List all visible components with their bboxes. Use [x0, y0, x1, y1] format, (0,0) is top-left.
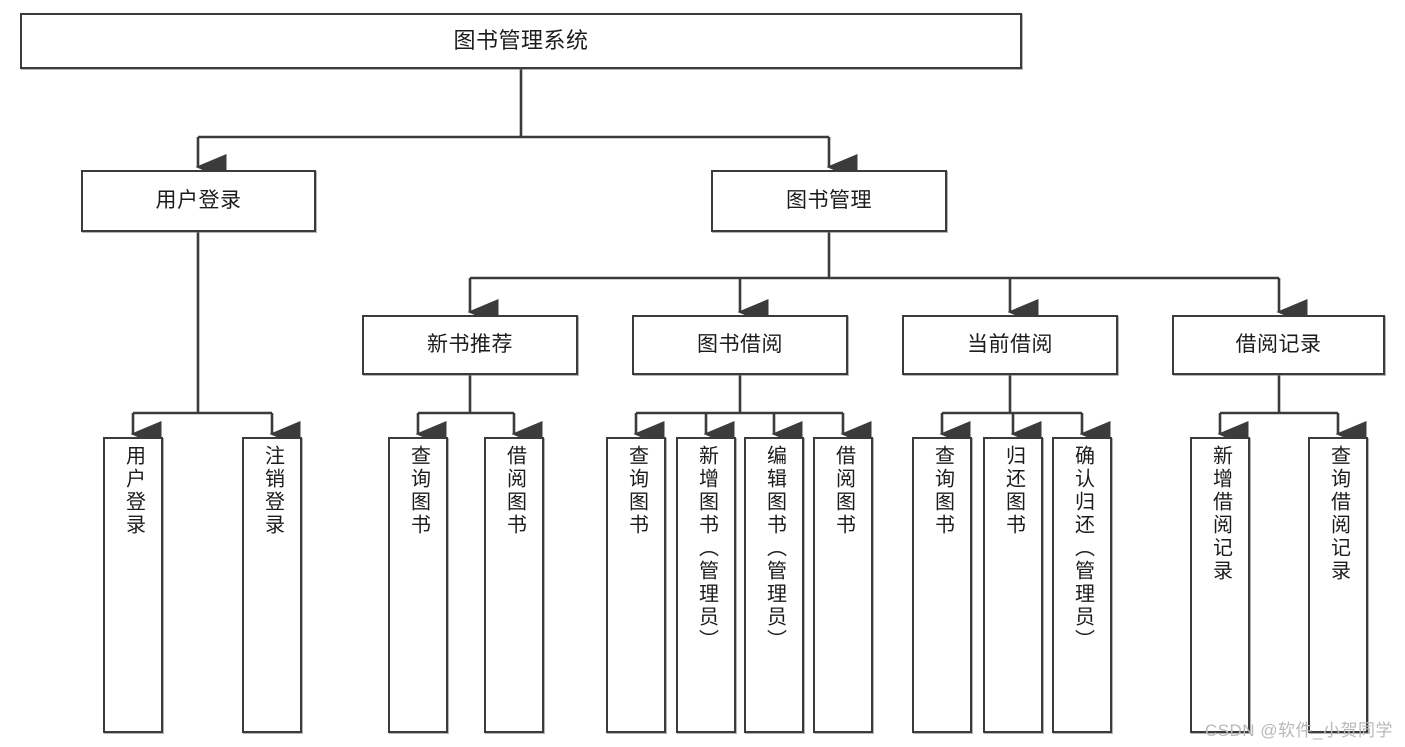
node-new-book-rec-label: 新书推荐	[427, 332, 513, 356]
node-leaf-query-book-borrow[interactable]: 查询图书	[606, 437, 666, 733]
node-leaf-confirm-return-label: 确认归还（管理员）	[1071, 445, 1094, 652]
node-leaf-logout-label: 注销登录	[261, 445, 284, 537]
node-root-图书管理系统[interactable]: 图书管理系统	[20, 13, 1022, 69]
node-leaf-confirm-return[interactable]: 确认归还（管理员）	[1052, 437, 1112, 733]
node-leaf-query-book-current[interactable]: 查询图书	[912, 437, 972, 733]
node-current-borrow[interactable]: 当前借阅	[902, 315, 1118, 375]
node-current-borrow-label: 当前借阅	[967, 332, 1053, 356]
node-leaf-query-record-label: 查询借阅记录	[1327, 445, 1350, 583]
node-leaf-add-book[interactable]: 新增图书（管理员）	[676, 437, 736, 733]
node-leaf-user-login-label: 用户登录	[122, 445, 145, 537]
node-borrow-record[interactable]: 借阅记录	[1172, 315, 1385, 375]
node-leaf-add-record-label: 新增借阅记录	[1209, 445, 1232, 583]
node-leaf-borrow-book-label: 借阅图书	[832, 445, 855, 537]
node-leaf-borrow-book-rec-label: 借阅图书	[503, 445, 526, 537]
node-leaf-borrow-book-rec[interactable]: 借阅图书	[484, 437, 544, 733]
node-leaf-borrow-book[interactable]: 借阅图书	[813, 437, 873, 733]
node-leaf-return-book[interactable]: 归还图书	[983, 437, 1043, 733]
node-borrow-record-label: 借阅记录	[1235, 332, 1322, 356]
node-book-manage[interactable]: 图书管理	[711, 170, 947, 232]
node-leaf-add-record[interactable]: 新增借阅记录	[1190, 437, 1250, 733]
node-book-borrow-label: 图书借阅	[697, 332, 783, 356]
node-leaf-query-book-rec-label: 查询图书	[407, 445, 430, 537]
node-book-manage-label: 图书管理	[786, 188, 872, 212]
node-leaf-add-book-label: 新增图书（管理员）	[695, 445, 718, 652]
node-leaf-query-book-borrow-label: 查询图书	[625, 445, 648, 537]
node-user-login-label: 用户登录	[155, 188, 242, 212]
node-book-borrow[interactable]: 图书借阅	[632, 315, 848, 375]
node-leaf-query-book-current-label: 查询图书	[931, 445, 954, 537]
node-user-login[interactable]: 用户登录	[81, 170, 316, 232]
node-root-图书管理系统-label: 图书管理系统	[453, 28, 589, 54]
node-new-book-rec[interactable]: 新书推荐	[362, 315, 578, 375]
node-leaf-user-login[interactable]: 用户登录	[103, 437, 163, 733]
node-leaf-query-book-rec[interactable]: 查询图书	[388, 437, 448, 733]
node-leaf-return-book-label: 归还图书	[1002, 445, 1025, 537]
node-leaf-query-record[interactable]: 查询借阅记录	[1308, 437, 1368, 733]
node-leaf-logout[interactable]: 注销登录	[242, 437, 302, 733]
node-leaf-edit-book[interactable]: 编辑图书（管理员）	[744, 437, 804, 733]
node-leaf-edit-book-label: 编辑图书（管理员）	[763, 445, 786, 652]
